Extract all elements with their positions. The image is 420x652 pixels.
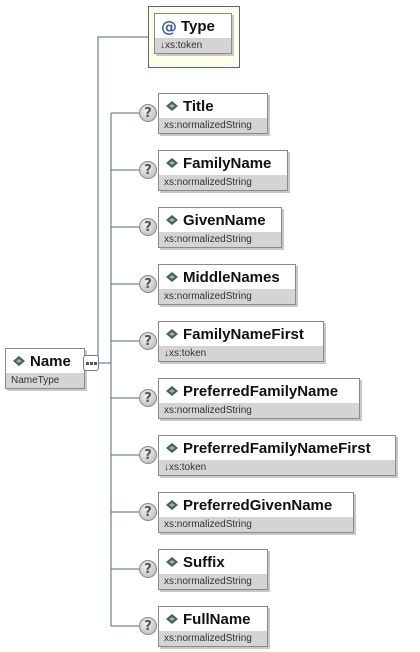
child-element-type: xs:normalizedString: [159, 403, 359, 418]
element-diamond-icon: [166, 443, 178, 453]
attribute-name: Type: [181, 17, 215, 35]
child-element-type: ↓xs:token: [159, 346, 323, 361]
child-element-title: PreferredFamilyName: [159, 379, 359, 403]
child-element-name: FamilyNameFirst: [183, 325, 304, 343]
optional-occurrence-icon: ?: [139, 389, 157, 407]
root-element-node[interactable]: Name NameType: [5, 348, 85, 389]
child-element-type: xs:normalizedString: [159, 574, 267, 589]
child-element-title: FamilyNameFirst: [159, 322, 323, 346]
attribute-title: @ Type: [155, 14, 231, 38]
child-element-title: FullName: [159, 607, 267, 631]
element-diamond-icon: [166, 557, 178, 567]
element-diamond-icon: [166, 215, 178, 225]
element-diamond-icon: [13, 356, 25, 366]
child-element-type: xs:normalizedString: [159, 517, 353, 532]
child-element-name: Title: [183, 97, 214, 115]
optional-occurrence-icon: ?: [139, 503, 157, 521]
child-element-title: PreferredFamilyNameFirst: [159, 436, 395, 460]
child-element-node[interactable]: PreferredGivenName xs:normalizedString: [158, 492, 354, 533]
child-element-node[interactable]: FamilyNameFirst ↓xs:token: [158, 321, 324, 362]
optional-occurrence-icon: ?: [139, 446, 157, 464]
child-element-title: Title: [159, 94, 267, 118]
child-element-node[interactable]: FullName xs:normalizedString: [158, 606, 268, 647]
root-element-name: Name: [30, 352, 71, 370]
optional-occurrence-icon: ?: [139, 617, 157, 635]
element-diamond-icon: [166, 500, 178, 510]
child-element-type: xs:normalizedString: [159, 631, 267, 646]
child-element-name: PreferredGivenName: [183, 496, 333, 514]
element-diamond-icon: [166, 614, 178, 624]
element-diamond-icon: [166, 158, 178, 168]
element-diamond-icon: [166, 272, 178, 282]
element-diamond-icon: [166, 101, 178, 111]
child-element-name: FamilyName: [183, 154, 272, 172]
attribute-node[interactable]: @ Type ↓xs:token: [154, 13, 232, 54]
child-element-node[interactable]: MiddleNames xs:normalizedString: [158, 264, 296, 305]
child-element-title: Suffix: [159, 550, 267, 574]
child-element-title: GivenName: [159, 208, 281, 232]
child-element-node[interactable]: FamilyName xs:normalizedString: [158, 150, 288, 191]
optional-occurrence-icon: ?: [139, 332, 157, 350]
optional-occurrence-icon: ?: [139, 560, 157, 578]
child-element-type: xs:normalizedString: [159, 118, 267, 133]
child-element-type: xs:normalizedString: [159, 175, 287, 190]
child-element-node[interactable]: Title xs:normalizedString: [158, 93, 268, 134]
child-element-type: xs:normalizedString: [159, 232, 281, 247]
child-element-name: PreferredFamilyNameFirst: [183, 439, 371, 457]
element-diamond-icon: [166, 329, 178, 339]
child-element-name: MiddleNames: [183, 268, 280, 286]
child-element-name: Suffix: [183, 553, 225, 571]
attribute-at-icon: @: [161, 16, 177, 36]
child-element-node[interactable]: GivenName xs:normalizedString: [158, 207, 282, 248]
child-element-title: FamilyName: [159, 151, 287, 175]
root-element-title: Name: [6, 349, 84, 373]
attributes-group: @ Type ↓xs:token: [148, 6, 240, 68]
sequence-compositor-icon[interactable]: [83, 355, 99, 371]
child-element-type: xs:normalizedString: [159, 289, 295, 304]
child-element-type: ↓xs:token: [159, 460, 395, 475]
child-element-node[interactable]: PreferredFamilyNameFirst ↓xs:token: [158, 435, 396, 476]
child-element-title: PreferredGivenName: [159, 493, 353, 517]
optional-occurrence-icon: ?: [139, 275, 157, 293]
optional-occurrence-icon: ?: [139, 104, 157, 122]
child-element-title: MiddleNames: [159, 265, 295, 289]
child-element-node[interactable]: Suffix xs:normalizedString: [158, 549, 268, 590]
attribute-type: ↓xs:token: [155, 38, 231, 53]
optional-occurrence-icon: ?: [139, 161, 157, 179]
child-element-name: FullName: [183, 610, 251, 628]
child-element-name: PreferredFamilyName: [183, 382, 339, 400]
element-diamond-icon: [166, 386, 178, 396]
optional-occurrence-icon: ?: [139, 218, 157, 236]
child-element-node[interactable]: PreferredFamilyName xs:normalizedString: [158, 378, 360, 419]
child-element-name: GivenName: [183, 211, 266, 229]
root-element-type: NameType: [6, 373, 84, 388]
